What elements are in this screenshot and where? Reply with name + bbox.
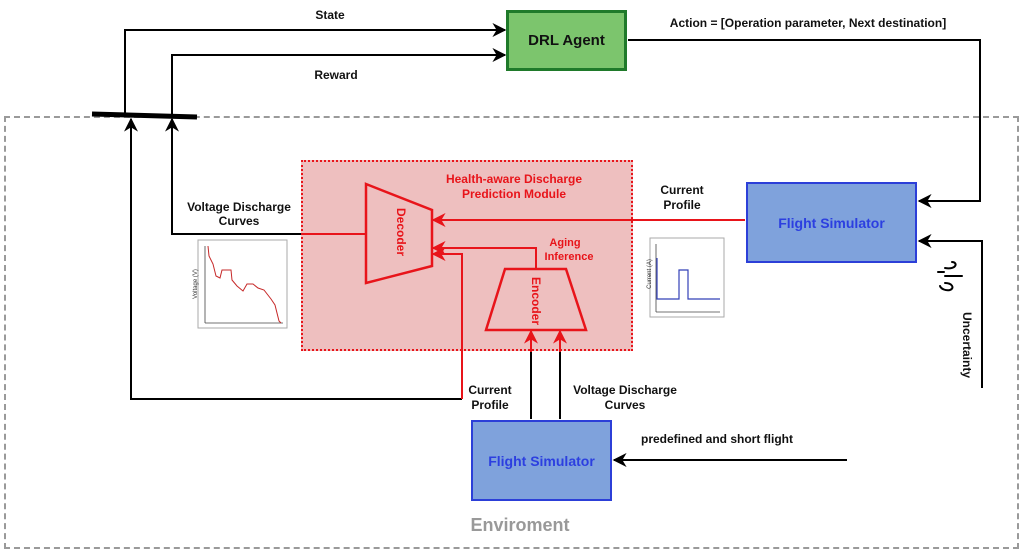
flight-simulator-right-label: Flight Simulator — [778, 214, 885, 231]
environment-label: Enviroment — [470, 515, 570, 535]
current-top-label-line1: Current — [660, 183, 704, 197]
current-curve — [656, 258, 720, 300]
voltage-axis-label: Voltage (V) — [193, 269, 199, 299]
current-loop-connector — [124, 117, 462, 400]
vdc-left-label-line2: Curves — [218, 214, 260, 228]
voltage-curve — [207, 245, 282, 324]
aging-label-line1: Aging — [549, 237, 581, 249]
flight-simulator-bottom[interactable]: Flight Simulator — [471, 420, 612, 501]
vdc-bottom-label-line1: Voltage Discharge — [573, 383, 677, 397]
uncertainty-label: Uncertainty — [960, 311, 974, 379]
drl-agent-box[interactable]: DRL Agent — [506, 10, 627, 71]
environment-boundary — [4, 116, 1019, 549]
action-label: Action = [Operation parameter, Next dest… — [669, 16, 947, 30]
vdc-left-label-line1: Voltage Discharge — [187, 200, 291, 214]
current-thumbnail — [649, 237, 725, 318]
vdc-bottom-label-line2: Curves — [604, 398, 646, 412]
encoder-shape — [484, 267, 588, 332]
junction-bar — [91, 111, 198, 120]
current-axis-label: Current (A) — [647, 259, 653, 289]
wind-icon — [937, 261, 963, 292]
current-top-label-line2: Profile — [663, 198, 701, 212]
vdc-output-connector — [165, 117, 301, 235]
aging-to-decoder — [431, 241, 537, 269]
uncertainty-connector — [917, 234, 983, 388]
module-title-line1: Health-aware Discharge — [445, 172, 583, 186]
decoder-label: Decoder — [394, 207, 408, 257]
current-to-decoder-lower — [431, 247, 463, 399]
action-connector — [628, 39, 981, 208]
state-label: State — [315, 8, 345, 22]
flight-simulator-right[interactable]: Flight Simulator — [746, 182, 917, 263]
reward-connector — [171, 48, 507, 115]
current-bottom-label-line1: Current — [468, 383, 512, 397]
aging-label-line2: Inference — [544, 251, 594, 263]
drl-agent-label: DRL Agent — [528, 32, 605, 49]
decoder-shape — [364, 182, 434, 285]
flight-simulator-bottom-label: Flight Simulator — [488, 452, 595, 469]
reward-label: Reward — [314, 68, 358, 82]
state-connector — [124, 23, 507, 115]
module-title-line2: Prediction Module — [461, 187, 566, 201]
current-bottom-label-line2: Profile — [471, 398, 509, 412]
predefined-label: predefined and short flight — [641, 432, 793, 446]
voltage-thumbnail — [197, 239, 288, 329]
encoder-label: Encoder — [529, 276, 543, 325]
